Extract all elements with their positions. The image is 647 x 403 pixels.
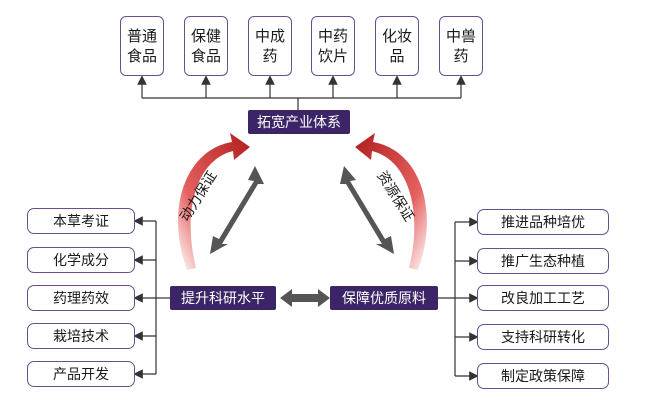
left-item-2: 化学成分 xyxy=(27,247,135,273)
right-item-3: 改良加工工艺 xyxy=(477,285,609,311)
right-item-5: 制定政策保障 xyxy=(477,363,609,389)
left-item-3: 药理药效 xyxy=(27,285,135,311)
product-box-1: 普通食品 xyxy=(120,16,164,76)
right-bracket-lines xyxy=(438,217,479,381)
right-curved-arrow xyxy=(355,133,427,270)
right-double-arrow xyxy=(340,166,394,254)
product-box-5: 化妆品 xyxy=(375,16,419,76)
product-box-6: 中兽药 xyxy=(439,16,483,76)
right-item-2: 推广生态种植 xyxy=(477,248,609,274)
top-hub-box: 拓宽产业体系 xyxy=(248,110,350,134)
product-box-2: 保健食品 xyxy=(184,16,228,76)
product-tree-lines xyxy=(137,75,466,110)
left-double-arrow xyxy=(210,166,264,254)
product-box-3: 中成药 xyxy=(248,16,292,76)
left-bracket-lines xyxy=(133,216,170,379)
left-item-4: 栽培技术 xyxy=(27,323,135,349)
left-curved-arrow xyxy=(178,133,250,270)
left-item-1: 本草考证 xyxy=(27,208,135,234)
left-hub-box: 提升科研水平 xyxy=(170,286,276,310)
right-item-1: 推进品种培优 xyxy=(477,209,609,235)
right-hub-box: 保障优质原料 xyxy=(330,286,438,310)
product-box-4: 中药饮片 xyxy=(311,16,355,76)
right-item-4: 支持科研转化 xyxy=(477,324,609,350)
left-item-5: 产品开发 xyxy=(27,361,135,387)
bottom-double-arrow xyxy=(280,289,330,307)
